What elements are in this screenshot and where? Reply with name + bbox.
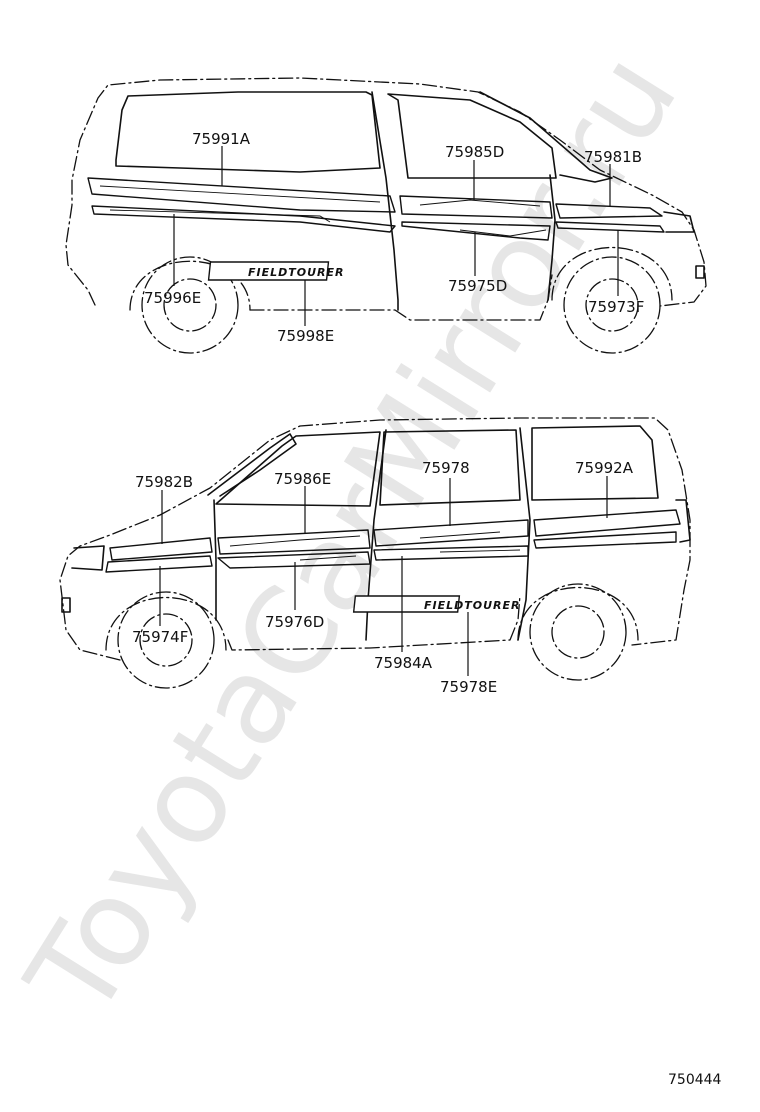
top-front-marker xyxy=(695,265,705,279)
bottom-rear-taillight xyxy=(675,499,691,543)
top-stripe-rear-accent xyxy=(99,185,381,223)
top-rear-wheel-arch xyxy=(129,260,251,311)
bottom-stripe-door xyxy=(373,519,529,561)
top-front-wheel xyxy=(563,256,661,354)
bottom-front-wheel xyxy=(117,591,215,689)
bottom-rear-wheel xyxy=(529,583,627,681)
top-stripe-front xyxy=(555,203,665,233)
bottom-stripe-front-door xyxy=(217,529,371,569)
top-stripe-rear-upper xyxy=(87,177,396,213)
label-75991a: 75991A xyxy=(192,130,251,148)
bottom-rear-wheel-arch xyxy=(517,587,639,641)
bottom-rear-wheel-hub xyxy=(551,605,605,659)
bottom-stripe-rear xyxy=(533,509,681,549)
bottom-front-marker xyxy=(61,597,71,613)
top-front-wheel-hub xyxy=(585,278,639,332)
label-75986e: 75986E xyxy=(274,470,331,488)
top-rear-wheel xyxy=(141,256,239,354)
bottom-emblem-text: FIELDTOURER xyxy=(424,599,521,612)
label-75992a: 75992A xyxy=(575,459,634,477)
top-van-front-window xyxy=(479,91,613,183)
top-fieldtourer-emblem: FIELDTOURER xyxy=(207,261,345,281)
bottom-stripe-front-door-accent xyxy=(229,535,361,561)
bottom-stripe-front xyxy=(105,537,213,573)
bottom-front-wheel-hub xyxy=(139,613,193,667)
label-75998e: 75998E xyxy=(277,327,334,345)
document-number: 750444 xyxy=(668,1072,722,1088)
bottom-stripe-door-accent xyxy=(419,531,521,553)
bottom-front-headlight xyxy=(71,545,105,571)
bottom-fieldtourer-emblem: FIELDTOURER xyxy=(352,595,521,613)
bottom-van-rocker-outline xyxy=(227,594,521,651)
bottom-front-wheel-arch xyxy=(105,597,227,651)
top-van-door-window xyxy=(387,93,557,179)
top-stripe-door xyxy=(399,195,553,241)
top-van-door-line-2 xyxy=(547,174,556,301)
label-75982b: 75982B xyxy=(135,473,193,491)
bottom-van-front-door-line xyxy=(213,499,217,621)
label-75996e: 75996E xyxy=(144,289,201,307)
label-75974f: 75974F xyxy=(132,628,188,646)
top-stripe-door-accent xyxy=(419,199,547,237)
top-van-door-line-1 xyxy=(371,91,399,311)
top-stripe-rear-lower xyxy=(91,205,396,233)
bottom-van-body-outline xyxy=(59,417,691,661)
bottom-van-door-window xyxy=(379,429,521,506)
label-75976d: 75976D xyxy=(265,613,324,631)
top-front-headlight xyxy=(663,211,695,233)
label-75978: 75978 xyxy=(422,459,470,477)
top-front-wheel-arch xyxy=(551,247,673,301)
label-75973f: 75973F xyxy=(588,298,644,316)
bottom-van-mid-window xyxy=(215,431,381,507)
bottom-van-door-line-1 xyxy=(365,429,387,641)
top-emblem-text: FIELDTOURER xyxy=(248,266,345,279)
bottom-van-view: FIELDTOURER 75982B 75986E 75978 75992A 7… xyxy=(59,417,691,696)
top-van-body-outline xyxy=(65,77,707,307)
top-rear-wheel-hub xyxy=(163,278,217,332)
top-van-view: FIELDTOURER 75991A 75985D 75981B 75996E … xyxy=(65,77,707,354)
label-75984a: 75984A xyxy=(374,654,433,672)
label-75985d: 75985D xyxy=(445,143,504,161)
bottom-van-rear-window xyxy=(531,425,659,501)
label-75981b: 75981B xyxy=(584,148,642,166)
label-75975d: 75975D xyxy=(448,277,507,295)
label-75978e: 75978E xyxy=(440,678,497,696)
